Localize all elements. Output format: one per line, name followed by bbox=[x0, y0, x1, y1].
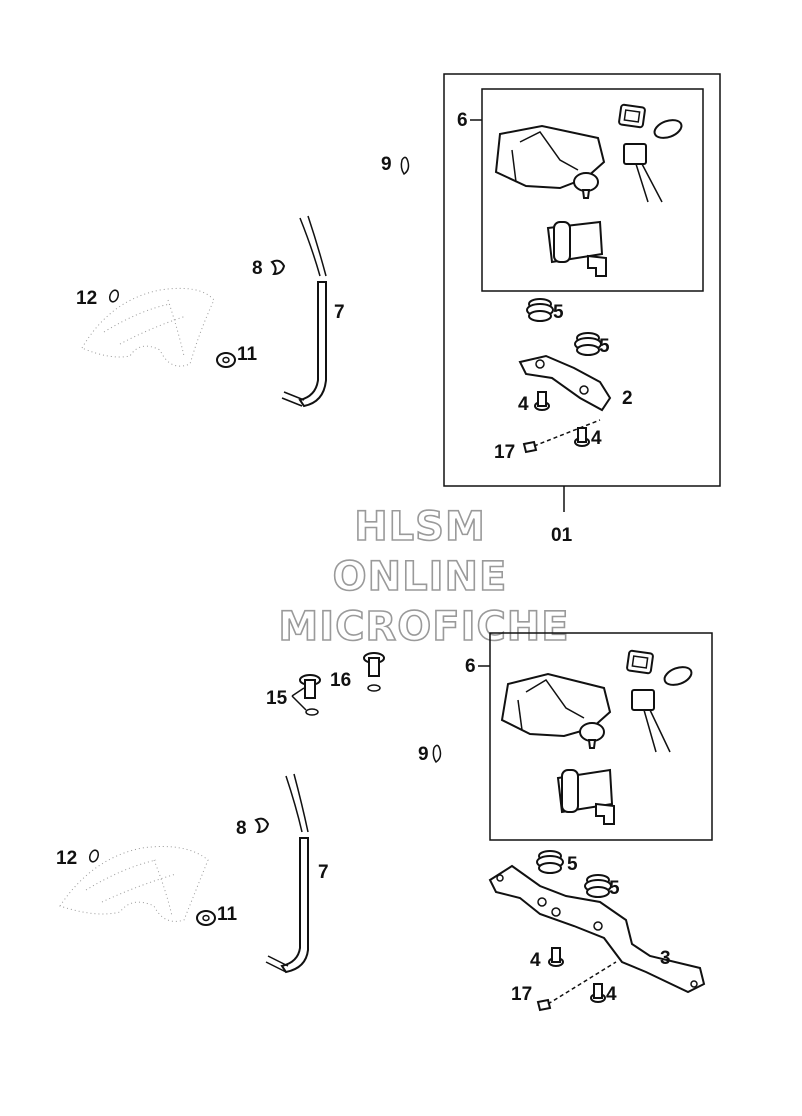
top-assembly: 6 9 8 7 12 11 5 5 4 2 17 4 01 bbox=[76, 73, 721, 546]
clamp-part bbox=[270, 259, 286, 276]
label-3: 3 bbox=[660, 948, 671, 969]
switch-housing-box bbox=[489, 632, 713, 841]
label-7: 7 bbox=[334, 302, 345, 323]
clamp-part bbox=[254, 817, 270, 834]
label-17: 17 bbox=[511, 984, 532, 1005]
screw-part bbox=[534, 391, 550, 411]
label-8: 8 bbox=[236, 818, 247, 839]
label-17: 17 bbox=[494, 442, 515, 463]
label-2: 2 bbox=[622, 388, 633, 409]
label-8: 8 bbox=[252, 258, 263, 279]
pin-part bbox=[299, 674, 321, 716]
switch-block-part bbox=[546, 220, 607, 277]
watermark: HLSM ONLINE MICROFICHE bbox=[278, 503, 570, 651]
kit-outline-box bbox=[443, 73, 721, 487]
label-5: 5 bbox=[609, 878, 620, 899]
label-12: 12 bbox=[76, 288, 97, 309]
bracket-part bbox=[518, 354, 612, 412]
label-4: 4 bbox=[606, 984, 617, 1005]
grommet-part bbox=[584, 874, 612, 898]
switch-cap-part bbox=[618, 103, 683, 139]
screw-part bbox=[574, 427, 590, 447]
bolt-part bbox=[522, 419, 601, 454]
label-15: 15 bbox=[266, 688, 288, 709]
label-9: 9 bbox=[418, 744, 429, 765]
label-5: 5 bbox=[599, 336, 610, 357]
bolt-part bbox=[536, 961, 617, 1012]
wire-harness-part bbox=[281, 215, 327, 408]
label-12: 12 bbox=[56, 848, 77, 869]
wire-harness-part bbox=[265, 773, 309, 974]
nut-part bbox=[216, 352, 236, 368]
bracket-part bbox=[488, 864, 706, 994]
grommet-part bbox=[536, 850, 564, 874]
label-11: 11 bbox=[217, 904, 238, 925]
label-7: 7 bbox=[318, 862, 329, 883]
grommet-part bbox=[526, 298, 554, 322]
label-9: 9 bbox=[381, 154, 392, 175]
switch-block-part bbox=[556, 768, 615, 825]
watermark-line-1: HLSM bbox=[354, 504, 486, 550]
nut-part bbox=[196, 910, 216, 926]
pin-part bbox=[363, 652, 385, 692]
switch-plug-part bbox=[631, 689, 671, 753]
watermark-line-3: MICROFICHE bbox=[278, 604, 569, 650]
label-6: 6 bbox=[465, 656, 476, 677]
switch-housing-box bbox=[481, 88, 704, 292]
bottom-assembly: 6 16 15 9 8 7 12 11 5 5 4 3 17 4 bbox=[56, 632, 713, 1012]
label-6: 6 bbox=[457, 110, 468, 131]
cover-part bbox=[81, 287, 215, 367]
screw-part bbox=[590, 983, 606, 1003]
label-5: 5 bbox=[567, 854, 578, 875]
switch-housing-part bbox=[494, 124, 606, 199]
switch-housing-part bbox=[500, 672, 612, 749]
label-4: 4 bbox=[530, 950, 541, 971]
label-12-marker bbox=[108, 289, 120, 303]
grommet-part bbox=[574, 332, 602, 356]
clip-part bbox=[432, 744, 442, 764]
clip-part bbox=[400, 156, 410, 176]
cover-part bbox=[59, 846, 209, 922]
watermark-line-2: ONLINE bbox=[333, 554, 508, 600]
label-12-marker bbox=[88, 849, 100, 863]
label-01: 01 bbox=[551, 525, 573, 546]
screw-part bbox=[548, 947, 564, 967]
label-16: 16 bbox=[330, 670, 351, 691]
switch-plug-part bbox=[623, 143, 663, 203]
label-11: 11 bbox=[237, 344, 258, 365]
label-5: 5 bbox=[553, 302, 564, 323]
label-4: 4 bbox=[518, 394, 529, 415]
label-4: 4 bbox=[591, 428, 602, 449]
switch-cap-part bbox=[626, 649, 693, 686]
